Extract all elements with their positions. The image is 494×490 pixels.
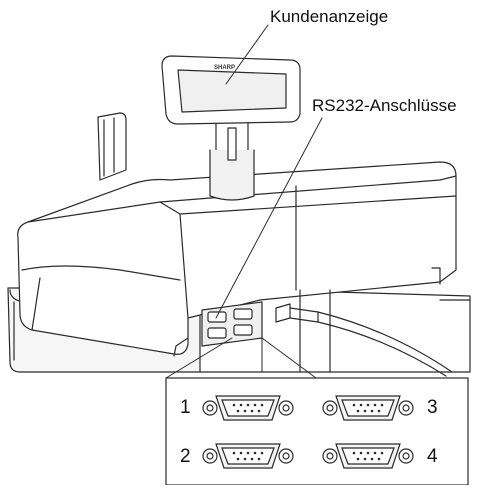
port-number-2: 2: [180, 446, 191, 467]
customer-display: [161, 55, 301, 125]
port-4-connector: [322, 443, 414, 469]
operator-display-panel: [97, 112, 127, 181]
port-number-1: 1: [180, 397, 191, 418]
display-stand: [209, 111, 255, 201]
port-detail-inset: [165, 377, 469, 486]
port-3-connector: [322, 395, 414, 421]
port-number-4: 4: [427, 446, 438, 467]
customer-display-label: Kundenanzeige: [270, 7, 389, 26]
port-1-connector: [202, 395, 294, 421]
port-number-3: 3: [427, 397, 438, 418]
rs232-ports-label: RS232-Anschlüsse: [312, 96, 457, 115]
brand-label: SHARP: [214, 65, 235, 71]
rear-port-panel: [201, 301, 263, 347]
leader-lines: [165, 24, 323, 379]
port-2-connector: [202, 443, 294, 469]
cable: [275, 303, 453, 377]
